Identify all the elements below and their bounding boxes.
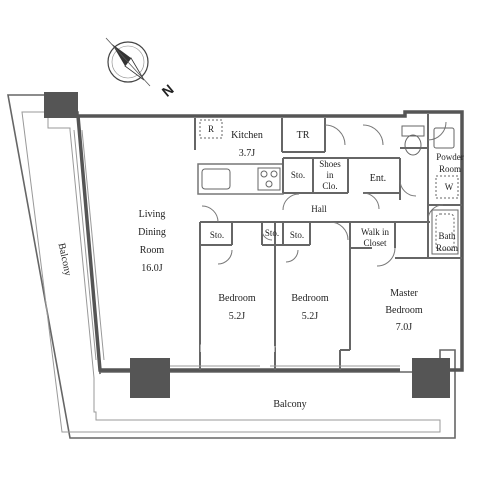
living-label-1: Living bbox=[139, 209, 166, 220]
master-label-2: Bedroom bbox=[385, 305, 422, 316]
room-labels: R Kitchen 3.7J TR Sto. Shoes in Clo. Ent… bbox=[56, 124, 464, 410]
bed1-label: Bedroom bbox=[218, 293, 255, 304]
bed2-label: Bedroom bbox=[291, 293, 328, 304]
kitchen-label: Kitchen bbox=[231, 130, 263, 141]
walkin-label-2: Closet bbox=[363, 238, 387, 248]
compass: N bbox=[105, 37, 177, 100]
master-size: 7.0J bbox=[396, 322, 413, 333]
w-label: W bbox=[445, 182, 454, 192]
column-bottom-right bbox=[412, 358, 450, 398]
ent-label: Ent. bbox=[370, 173, 386, 184]
compass-axis bbox=[105, 37, 151, 87]
fixtures bbox=[199, 119, 459, 255]
stove-burner-1 bbox=[260, 170, 268, 178]
powder-label-2: Room bbox=[439, 164, 461, 174]
bathtub bbox=[431, 209, 459, 255]
walkin-label-1: Walk in bbox=[361, 227, 390, 237]
shoes-label-3: Clo. bbox=[322, 181, 337, 191]
sto1-label: Sto. bbox=[210, 230, 224, 240]
column-bottom-left bbox=[130, 358, 170, 398]
toilet bbox=[401, 125, 425, 137]
windows bbox=[73, 129, 400, 367]
wash-basin bbox=[433, 127, 455, 149]
powder-label-1: Powder bbox=[436, 152, 464, 162]
bed2-size: 5.2J bbox=[302, 311, 319, 322]
sink bbox=[201, 168, 231, 190]
living-label-3: Room bbox=[140, 245, 165, 256]
master-label-1: Master bbox=[390, 288, 418, 299]
bath-label-1: Bath bbox=[439, 231, 456, 241]
kitchen-size: 3.7J bbox=[239, 148, 256, 159]
balcony-left-label: Balcony bbox=[56, 242, 74, 277]
sto-kitchen-label: Sto. bbox=[291, 170, 305, 180]
door-swings bbox=[201, 121, 447, 267]
interior-walls bbox=[194, 114, 462, 370]
shoes-label-1: Shoes bbox=[319, 159, 341, 169]
washer bbox=[435, 175, 459, 199]
tr-label: TR bbox=[297, 130, 310, 141]
column-top-left bbox=[44, 92, 78, 118]
r-label: R bbox=[208, 124, 214, 134]
bed1-size: 5.2J bbox=[229, 311, 246, 322]
shoes-label-2: in bbox=[326, 170, 334, 180]
stove-burner-2 bbox=[270, 170, 278, 178]
columns bbox=[44, 92, 450, 398]
stove-burner-3 bbox=[265, 180, 273, 188]
watermark: Ken Corporation Ltd. bbox=[199, 343, 301, 355]
exterior-walls bbox=[76, 110, 464, 372]
living-size: 16.0J bbox=[141, 263, 163, 274]
compass-ring-inner bbox=[111, 45, 145, 79]
toilet-bowl bbox=[404, 134, 422, 156]
bath-label-2: Room bbox=[436, 243, 458, 253]
compass-ring bbox=[107, 41, 149, 83]
bathtub-inner bbox=[435, 213, 455, 251]
north-label: N bbox=[159, 81, 177, 100]
balcony-bottom-label: Balcony bbox=[273, 399, 306, 410]
stove bbox=[257, 167, 281, 191]
balcony-outline bbox=[7, 94, 456, 439]
living-label-2: Dining bbox=[138, 227, 166, 238]
sto3-label: Sto. bbox=[290, 230, 304, 240]
sto2-label: Sto. bbox=[265, 228, 279, 238]
hall-label: Hall bbox=[311, 204, 327, 214]
